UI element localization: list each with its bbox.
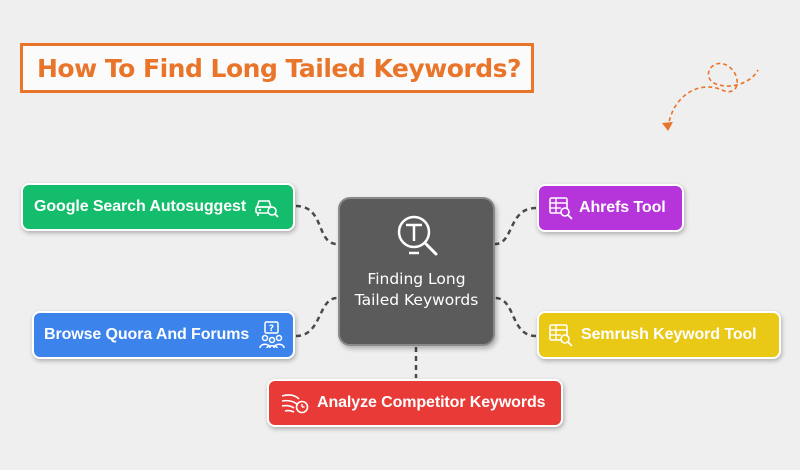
node-quora-forums: Browse Quora And Forums ?: [32, 311, 295, 359]
table-search-icon: [549, 324, 573, 347]
node-semrush-label: Semrush Keyword Tool: [581, 326, 757, 343]
center-label: Finding Long Tailed Keywords: [354, 270, 479, 309]
node-google-autosuggest: Google Search Autosuggest: [21, 183, 295, 231]
node-analyze-label: Analyze Competitor Keywords: [317, 394, 546, 411]
center-node: Finding Long Tailed Keywords: [338, 197, 495, 346]
connector-ahrefs: [494, 206, 537, 246]
node-google-label: Google Search Autosuggest: [34, 198, 247, 215]
node-analyze-competitor: Analyze Competitor Keywords: [267, 379, 563, 427]
group-question-icon: ?: [259, 321, 285, 349]
page-title: How To Find Long Tailed Keywords?: [37, 53, 522, 83]
node-ahrefs-label: Ahrefs Tool: [579, 199, 666, 216]
car-search-icon: [255, 200, 279, 218]
node-ahrefs-tool: Ahrefs Tool: [537, 184, 684, 232]
magnifier-text-icon: [397, 215, 437, 256]
decorative-arrow-icon: [667, 62, 759, 129]
node-quora-label: Browse Quora And Forums: [44, 326, 250, 343]
connector-semrush: [494, 296, 537, 338]
connector-google: [295, 204, 338, 246]
page-title-box: How To Find Long Tailed Keywords?: [20, 43, 534, 93]
table-search-icon: [549, 197, 573, 220]
connector-quora: [295, 296, 338, 338]
decorative-arrowhead-icon: [662, 122, 673, 131]
wind-clock-icon: [281, 394, 309, 414]
svg-text:?: ?: [269, 324, 274, 334]
node-semrush-tool: Semrush Keyword Tool: [537, 311, 781, 359]
